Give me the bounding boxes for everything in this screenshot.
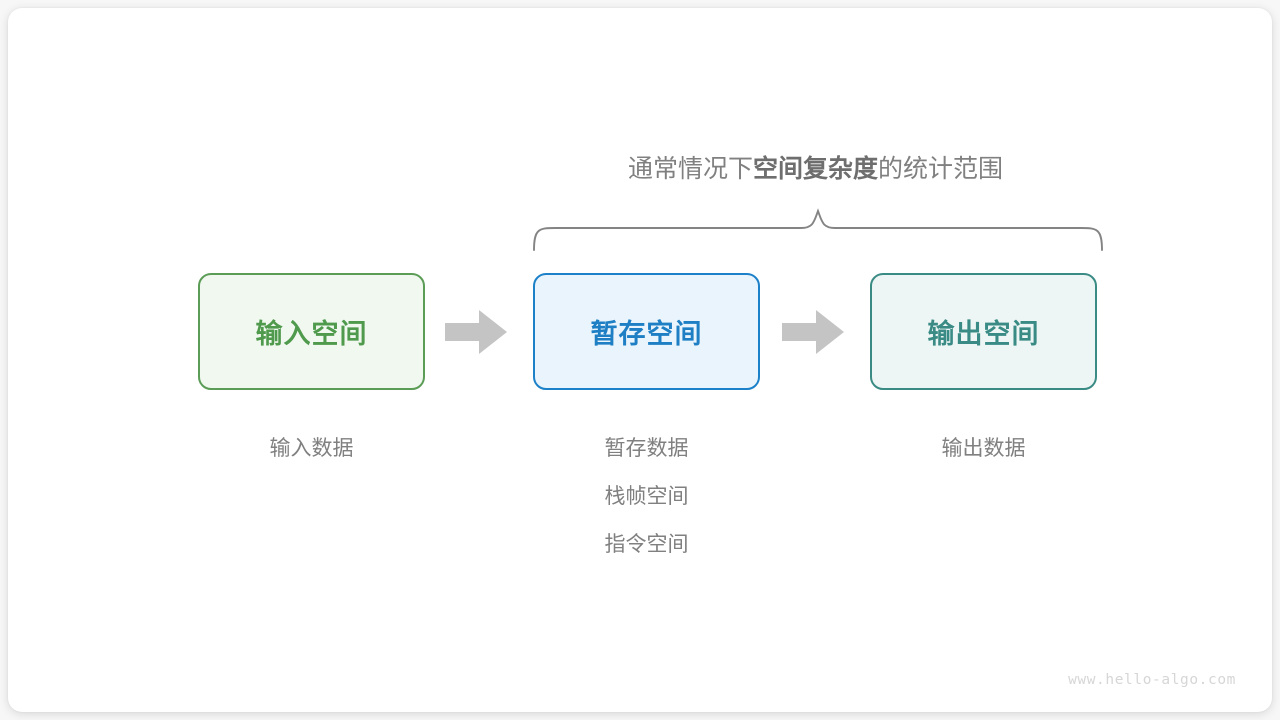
scope-title-suffix: 的统计范围 — [878, 155, 1004, 183]
node-input-space-label: 输入空间 — [255, 319, 368, 349]
caption-input-space: 输入数据 — [198, 425, 425, 473]
node-input-space[interactable]: 输入空间 — [198, 273, 425, 390]
scope-title-prefix: 通常情况下 — [627, 155, 753, 183]
arrow-right-icon-2 — [782, 310, 844, 354]
node-temp-space[interactable]: 暂存空间 — [533, 273, 760, 390]
caption-line: 输出数据 — [941, 437, 1026, 460]
node-output-space-label: 输出空间 — [927, 319, 1040, 349]
watermark: www.hello-algo.com — [1068, 672, 1236, 688]
caption-line: 指令空间 — [604, 533, 689, 556]
caption-output-space: 输出数据 — [870, 425, 1097, 473]
node-temp-space-label: 暂存空间 — [590, 319, 703, 349]
caption-line: 栈帧空间 — [604, 485, 689, 508]
slide-card: 通常情况下空间复杂度的统计范围 输入空间 暂存空间 输出空间 输入数据 — [8, 8, 1272, 712]
node-output-space[interactable]: 输出空间 — [870, 273, 1097, 390]
caption-line: 输入数据 — [269, 437, 354, 460]
scope-brace-icon — [533, 208, 1103, 251]
arrow-right-icon-1 — [445, 310, 507, 354]
scope-title: 通常情况下空间复杂度的统计范围 — [533, 152, 1098, 186]
caption-line: 暂存数据 — [604, 437, 689, 460]
scope-title-emphasis: 空间复杂度 — [752, 155, 878, 183]
caption-temp-space: 暂存数据 栈帧空间 指令空间 — [533, 425, 760, 569]
